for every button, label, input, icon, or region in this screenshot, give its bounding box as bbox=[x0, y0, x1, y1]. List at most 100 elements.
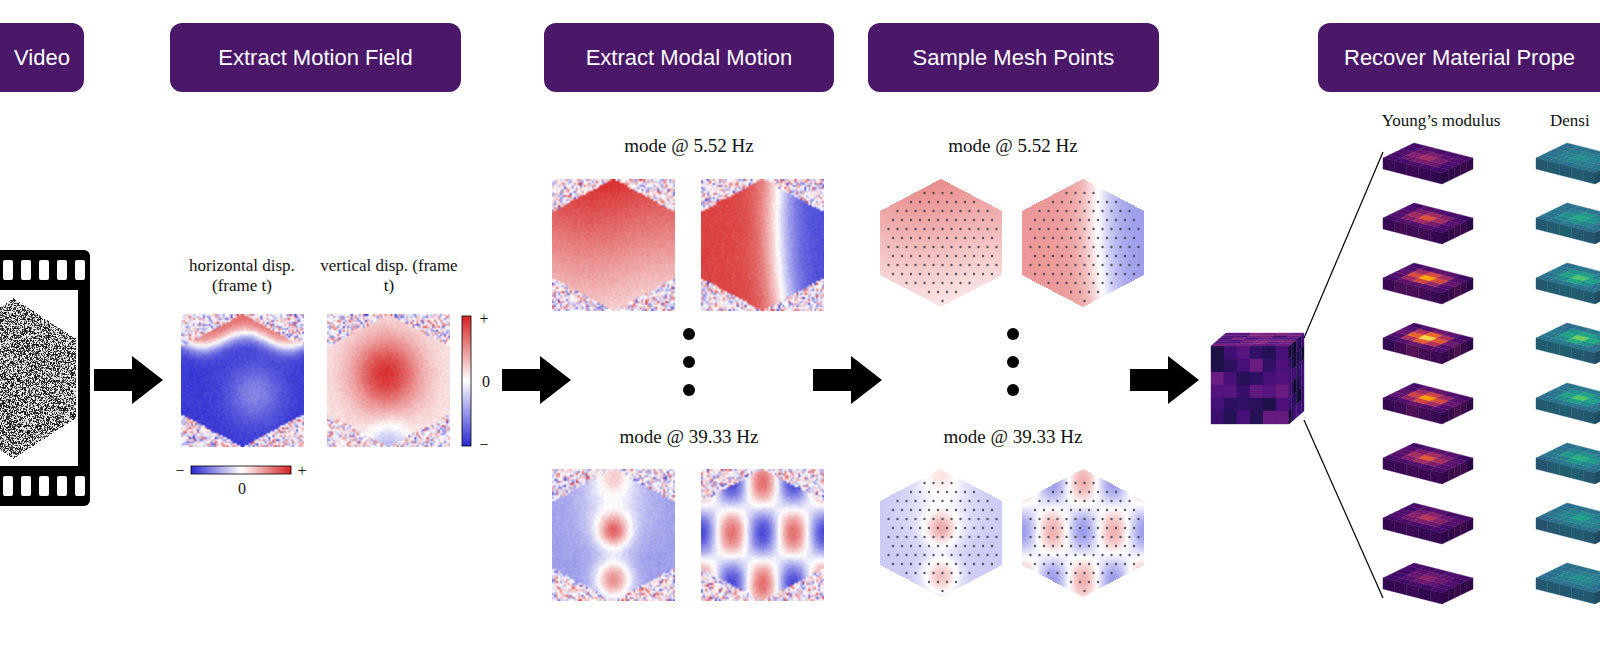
slice-cell bbox=[1407, 224, 1419, 238]
block-arrow bbox=[1130, 356, 1199, 404]
voxel bbox=[1224, 398, 1237, 411]
slice-cell bbox=[1548, 521, 1560, 535]
voxel bbox=[1276, 346, 1289, 359]
slice-cell bbox=[1461, 401, 1467, 415]
stage-header: Recover Material Prope bbox=[1318, 23, 1600, 92]
colorbar-tick: − bbox=[479, 436, 488, 454]
voxel bbox=[1276, 359, 1289, 372]
voxel bbox=[1297, 389, 1300, 404]
slice-cell bbox=[1454, 164, 1460, 178]
slice-cell bbox=[1407, 404, 1419, 418]
stage-header: Video bbox=[0, 23, 84, 92]
slice-cell bbox=[1383, 398, 1395, 412]
voxel bbox=[1263, 359, 1276, 372]
voxel bbox=[1297, 337, 1300, 352]
slice-cell bbox=[1536, 278, 1548, 292]
slice-cell bbox=[1448, 227, 1454, 241]
displacement-map bbox=[327, 314, 450, 447]
colorbar-tick: − bbox=[175, 462, 184, 480]
slice-cell bbox=[1590, 395, 1600, 401]
film-body bbox=[0, 250, 90, 506]
slice-cell bbox=[1395, 461, 1407, 475]
voxel bbox=[1292, 355, 1295, 370]
slice-cell bbox=[1407, 524, 1419, 538]
slice-cell bbox=[1461, 581, 1467, 595]
voxel bbox=[1250, 372, 1263, 385]
voxel bbox=[1302, 333, 1305, 348]
property-slice bbox=[1536, 563, 1600, 604]
voxel bbox=[1299, 387, 1302, 402]
slice-cell bbox=[1448, 467, 1454, 481]
slice-cell bbox=[1430, 590, 1442, 604]
slice-cell bbox=[1395, 401, 1407, 415]
slice-cell bbox=[1467, 278, 1473, 292]
slice-cell bbox=[1461, 281, 1467, 295]
voxel bbox=[1297, 363, 1300, 378]
voxel bbox=[1292, 381, 1295, 396]
voxel bbox=[1289, 370, 1292, 385]
voxel bbox=[1211, 385, 1224, 398]
sprocket-hole bbox=[3, 476, 13, 496]
voxel bbox=[1302, 398, 1305, 413]
material-cube bbox=[1211, 333, 1304, 424]
slice-cell bbox=[1590, 215, 1600, 221]
slice-cell bbox=[1560, 224, 1572, 238]
ellipsis-dot bbox=[1007, 356, 1019, 368]
mesh-sample-map bbox=[880, 179, 1002, 307]
slice-cell bbox=[1536, 338, 1548, 352]
slice-cell bbox=[1442, 290, 1448, 304]
slice-cell bbox=[1560, 344, 1572, 358]
slice-cell bbox=[1548, 221, 1560, 235]
voxel bbox=[1250, 411, 1263, 424]
slice-cell bbox=[1571, 467, 1583, 481]
slice-cell bbox=[1442, 470, 1448, 484]
voxel bbox=[1289, 357, 1292, 372]
voxel bbox=[1276, 372, 1289, 385]
voxel bbox=[1250, 359, 1263, 372]
voxel bbox=[1302, 372, 1305, 387]
colorbar bbox=[462, 316, 471, 446]
voxel bbox=[1279, 342, 1295, 344]
voxel bbox=[1302, 346, 1305, 361]
map-title: vertical disp. (frame t) bbox=[319, 256, 459, 295]
sprocket-hole bbox=[75, 260, 85, 280]
sprocket-hole bbox=[75, 476, 85, 496]
slice-cell bbox=[1583, 290, 1595, 304]
slice-cell bbox=[1442, 230, 1448, 244]
stage-header: Extract Modal Motion bbox=[544, 23, 834, 92]
slice-cell bbox=[1395, 341, 1407, 355]
voxel bbox=[1211, 411, 1224, 424]
voxel bbox=[1237, 372, 1250, 385]
slice-cell bbox=[1596, 272, 1600, 278]
slice-cell bbox=[1461, 521, 1467, 535]
slice-cell bbox=[1548, 401, 1560, 415]
voxel bbox=[1302, 359, 1305, 374]
slice-cell bbox=[1461, 221, 1467, 235]
slice-cell bbox=[1596, 392, 1600, 398]
block-arrow bbox=[94, 356, 163, 404]
property-slice bbox=[1383, 443, 1473, 484]
voxel bbox=[1292, 394, 1295, 409]
voxel bbox=[1224, 385, 1237, 398]
slice-cell bbox=[1407, 584, 1419, 598]
slice-cell bbox=[1383, 518, 1395, 532]
voxel bbox=[1263, 372, 1276, 385]
voxel bbox=[1237, 385, 1250, 398]
voxel bbox=[1297, 350, 1300, 365]
slice-cell bbox=[1583, 470, 1595, 484]
colorbar-tick: 0 bbox=[482, 373, 490, 391]
slice-cell bbox=[1418, 287, 1430, 301]
colorbar-tick: + bbox=[297, 462, 306, 480]
slice-cell bbox=[1418, 587, 1430, 601]
slice-cell bbox=[1442, 590, 1448, 604]
stage-header: Sample Mesh Points bbox=[868, 23, 1159, 92]
slice-cell bbox=[1461, 461, 1467, 475]
sprocket-hole bbox=[57, 260, 67, 280]
mesh-sample-map bbox=[1022, 469, 1144, 597]
voxel bbox=[1299, 374, 1302, 389]
slice-cell bbox=[1467, 218, 1473, 232]
voxel bbox=[1289, 383, 1292, 398]
video-frame bbox=[0, 290, 78, 466]
voxel bbox=[1224, 372, 1237, 385]
slice-cell bbox=[1467, 398, 1473, 412]
